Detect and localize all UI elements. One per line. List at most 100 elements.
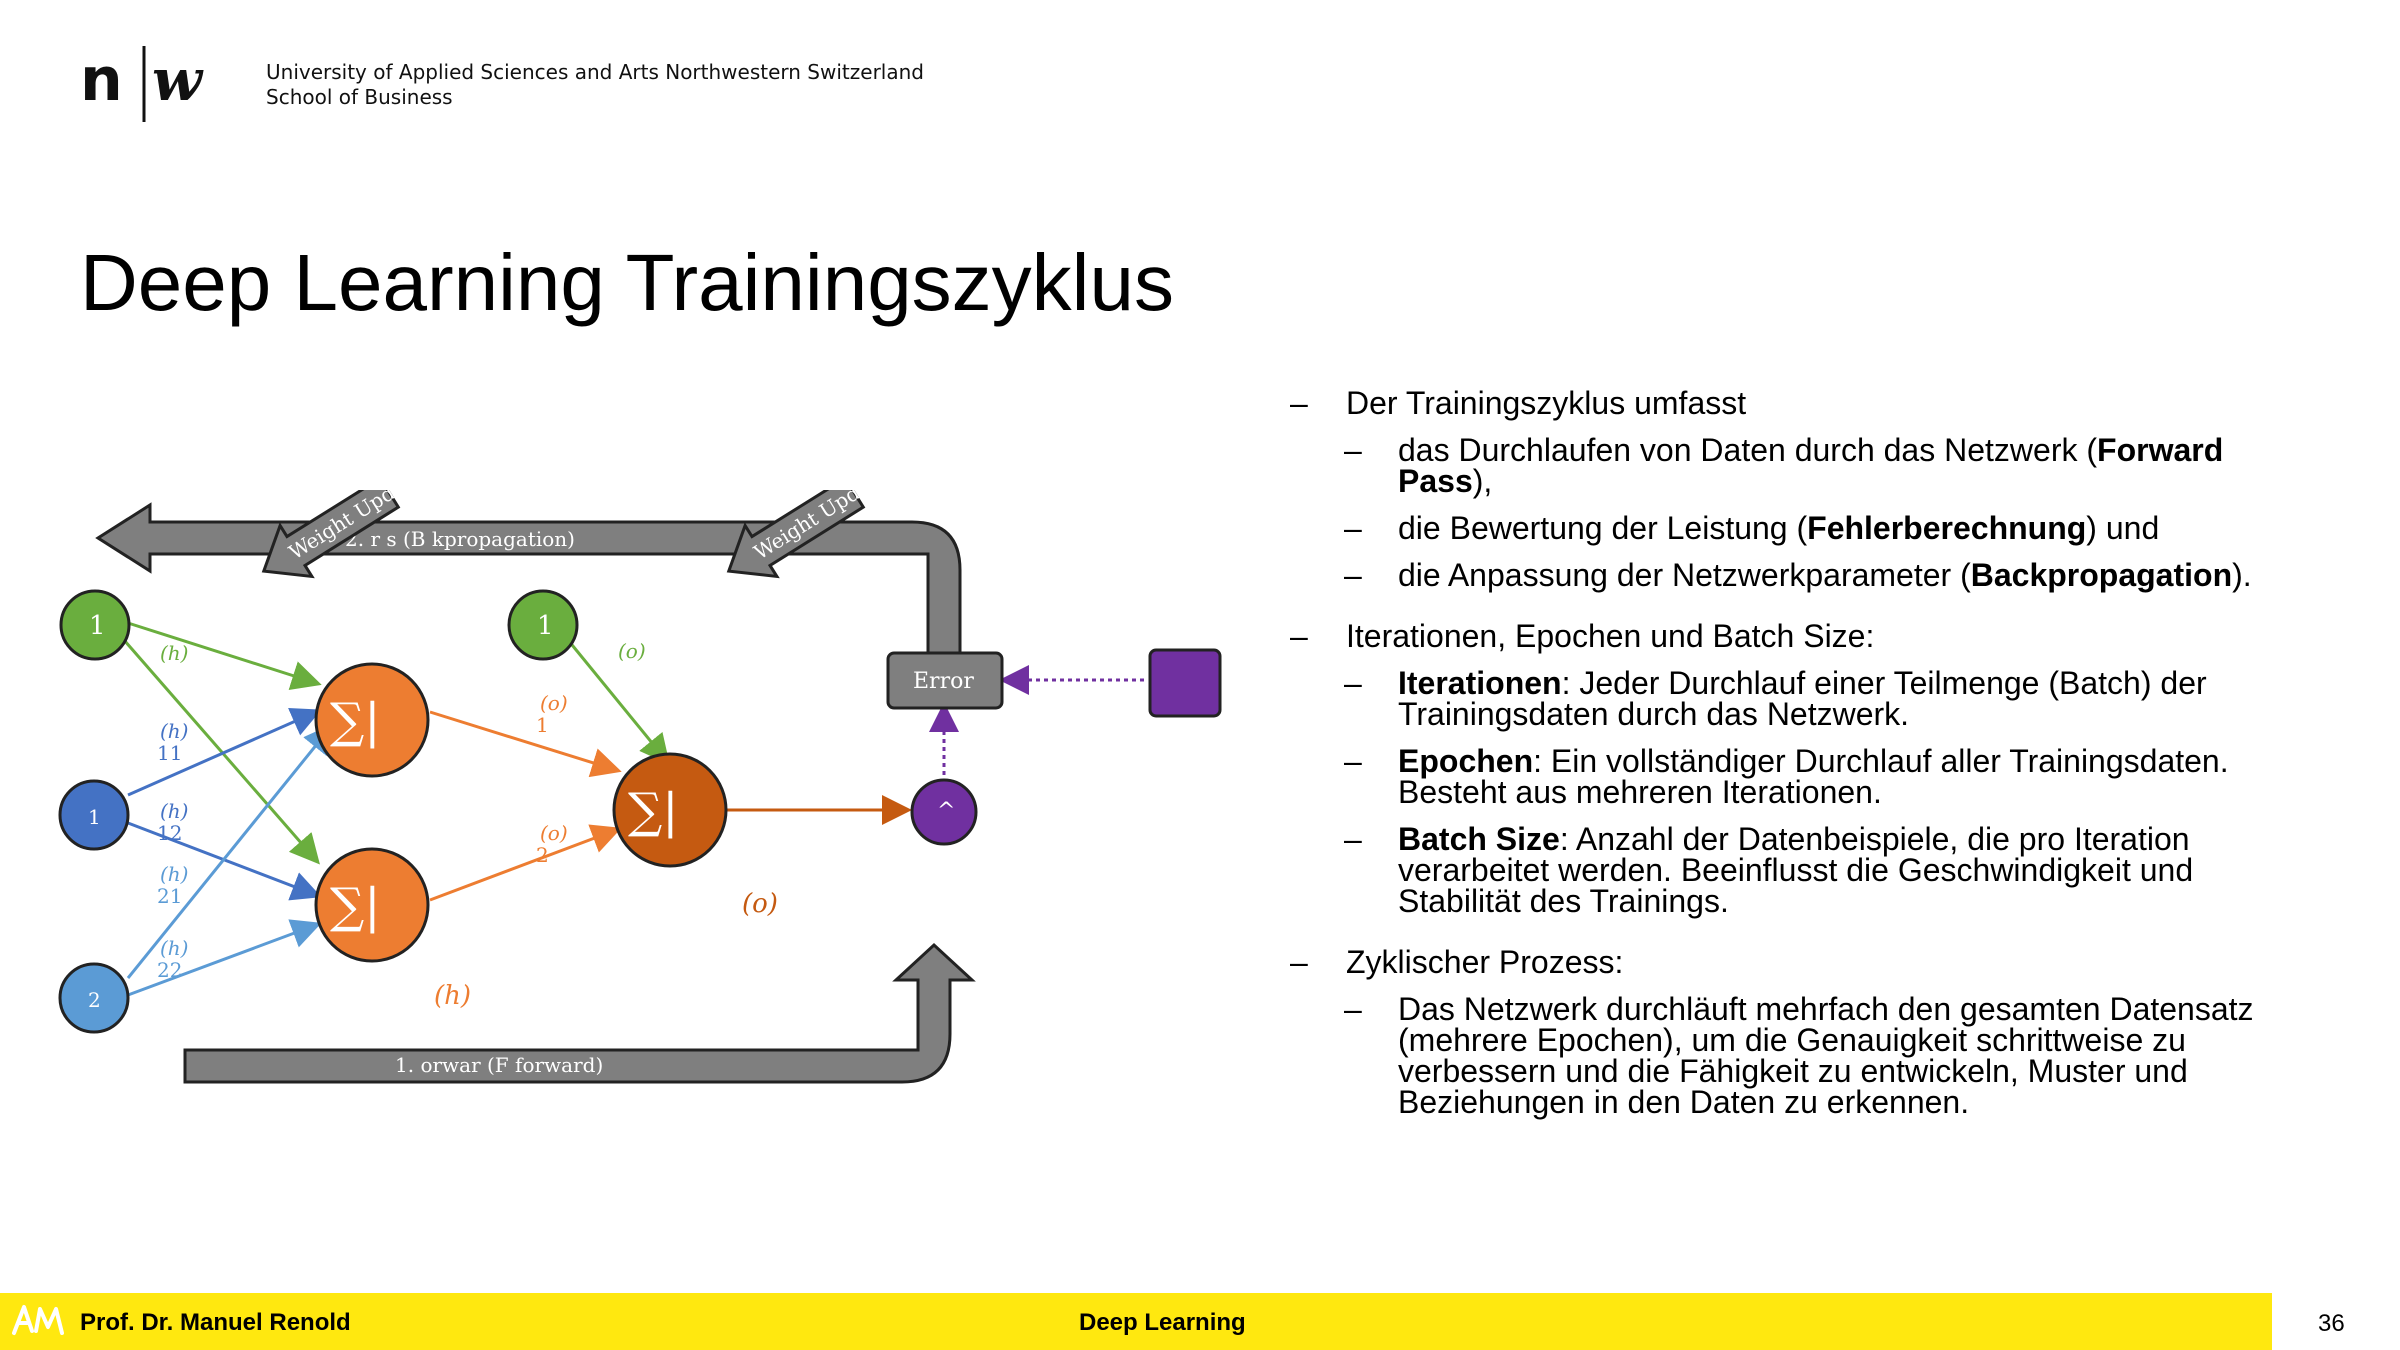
footer-author: Prof. Dr. Manuel Renold (80, 1309, 351, 1336)
bullet-text: das Durchlaufen von Daten durch das Netz… (1398, 432, 2098, 468)
forward-pass-arrow (183, 942, 976, 1084)
svg-text:w: w (152, 46, 204, 114)
weight-line-x2-h2 (127, 919, 322, 997)
weight-line-x2-h1 (126, 723, 334, 979)
bullet-bold: Backpropagation (1970, 557, 2233, 593)
bullet-list: – Der Trainingszyklus umfasst – das Durc… (1290, 385, 2310, 1134)
target-node (1148, 648, 1222, 718)
am-logo-icon (12, 1305, 64, 1335)
bullet-text: ) und (2086, 510, 2160, 546)
bullet-dash: – (1344, 991, 1362, 1027)
hidden-neuron-1 (314, 662, 430, 778)
prediction-hat: ^ (937, 799, 955, 824)
footer-bar: Prof. Dr. Manuel Renold Deep Learning (0, 1293, 2272, 1350)
bullet-text: Das Netzwerk durchläuft mehrfach den ges… (1398, 991, 2254, 1120)
hidden-neuron-2 (314, 847, 430, 963)
input-node-2-label: 2 (88, 988, 101, 1012)
bullet-text: Zyklischer Prozess: (1346, 944, 1624, 980)
bullet-bold: Iterationen (1398, 665, 1562, 701)
institution-line-1: University of Applied Sciences and Arts … (266, 60, 924, 84)
svg-text:n: n (80, 45, 123, 115)
bullet-dash: – (1344, 743, 1362, 779)
bullet-dash: – (1290, 944, 1308, 980)
page-number: 36 (2318, 1310, 2345, 1337)
bullet-dash: – (1344, 821, 1362, 857)
weight-line-h1-o (429, 710, 622, 778)
weight-label-h12-sub: 12 (157, 821, 182, 845)
bullet-dash: – (1344, 665, 1362, 701)
bullet-bold: Forward Pass (1398, 432, 2224, 499)
layer-label-hidden: (h) (434, 981, 471, 1011)
sub-bullet-iterations: – Iterationen: Jeder Durchlauf einer Tei… (1290, 665, 2310, 732)
bullet-bold: Epochen (1398, 743, 1534, 779)
weight-label-o2-sub: 2 (536, 843, 549, 867)
weight-label-h21-sub: 21 (157, 884, 182, 908)
input-node-1-label: 1 (88, 805, 101, 829)
weight-label-h21: (h) (160, 862, 189, 886)
bullet-dash: – (1344, 557, 1362, 593)
prediction-node (910, 778, 978, 846)
weight-label-h12: (h) (160, 799, 189, 823)
sub-bullet-cyclic-description: – Das Netzwerk durchläuft mehrfach den g… (1290, 991, 2310, 1120)
layer-label-output: (o) (742, 889, 778, 919)
bullet-text: Iterationen, Epochen und Batch Size: (1346, 618, 1875, 654)
input-node-1 (58, 779, 130, 851)
bullet-text: ). (2232, 557, 2252, 593)
sub-bullet-error-calc: – die Bewertung der Leistung (Fehlerbere… (1290, 510, 2310, 546)
bullet-text: die Anpassung der Netzwerkparameter ( (1398, 557, 1971, 593)
weight-line-x1-h2 (127, 821, 322, 901)
footer-course: Deep Learning (1079, 1309, 1246, 1336)
input-node-2 (58, 962, 130, 1034)
output-neuron (612, 752, 728, 868)
weight-label-o1: (o) (540, 691, 568, 715)
bias-node-output (507, 589, 579, 661)
weight-line-bias-o (566, 639, 670, 765)
error-label: Error (913, 669, 974, 694)
bullet-cyclic-process: – Zyklischer Prozess: (1290, 944, 2310, 980)
bullet-dash: – (1344, 432, 1362, 468)
weight-label-o-bias: (o) (618, 639, 646, 663)
bullet-text: die Bewertung der Leistung ( (1398, 510, 1808, 546)
bullet-training-cycle: – Der Trainingszyklus umfasst (1290, 385, 2310, 421)
bullet-iterations-epochs: – Iterationen, Epochen und Batch Size: (1290, 618, 2310, 654)
bullet-text: Der Trainingszyklus umfasst (1346, 385, 1747, 421)
weight-update-arrow-right (726, 490, 866, 579)
training-cycle-diagram: 2. r s (B kpropagation) Weight Update We… (58, 490, 1222, 1084)
sub-bullet-backprop: – die Anpassung der Netzwerkparameter (B… (1290, 557, 2310, 593)
weight-label-h11-sub: 11 (157, 741, 182, 765)
institution-line-2: School of Business (266, 85, 453, 109)
bullet-text: : Ein vollständiger Durchlauf aller Trai… (1398, 743, 2229, 810)
sub-bullet-epochs: – Epochen: Ein vollständiger Durchlauf a… (1290, 743, 2310, 810)
weight-label-o2: (o) (540, 821, 568, 845)
bias-node-hidden-label: 1 (89, 611, 106, 641)
weight-line-bias-h1 (127, 621, 322, 690)
slide-title: Deep Learning Trainingszyklus (80, 238, 1174, 327)
forward-pass-label: 1. orwar (F forward) (395, 1053, 603, 1077)
error-box (886, 651, 1004, 710)
weight-line-x1-h1 (127, 707, 322, 797)
fhnw-logo: n w (80, 45, 204, 122)
bullet-bold: Fehlerberechnung (1807, 510, 2087, 546)
weight-update-arrow-left (261, 490, 401, 579)
bullet-text: : Anzahl der Datenbeispiele, die pro Ite… (1398, 821, 2194, 919)
weight-label-h-bias: (h) (160, 641, 189, 665)
backpropagation-label: 2. r s (B kpropagation) (345, 527, 575, 551)
output-neuron-symbol: ∑| (628, 783, 678, 839)
weight-label-h11: (h) (160, 719, 189, 743)
weight-label-h22-sub: 22 (157, 958, 182, 982)
bullet-dash: – (1290, 385, 1308, 421)
bullet-text: : Jeder Durchlauf einer Teilmenge (Batch… (1398, 665, 2207, 732)
weight-line-bias-h2 (122, 639, 320, 865)
weight-label-h22: (h) (160, 936, 189, 960)
weight-label-o1-sub: 1 (536, 713, 549, 737)
bullet-text: ), (1472, 463, 1493, 499)
bias-node-output-label: 1 (537, 611, 554, 641)
institution-name: University of Applied Sciences and Arts … (266, 60, 924, 110)
bullet-dash: – (1344, 510, 1362, 546)
bias-node-hidden (59, 589, 131, 661)
hidden-neuron-2-symbol: ∑| (330, 878, 380, 934)
weight-line-h2-o (429, 824, 622, 902)
hidden-neuron-1-symbol: ∑| (330, 693, 380, 749)
sub-bullet-forward-pass: – das Durchlaufen von Daten durch das Ne… (1290, 432, 2310, 499)
sub-bullet-batch-size: – Batch Size: Anzahl der Datenbeispiele,… (1290, 821, 2310, 919)
